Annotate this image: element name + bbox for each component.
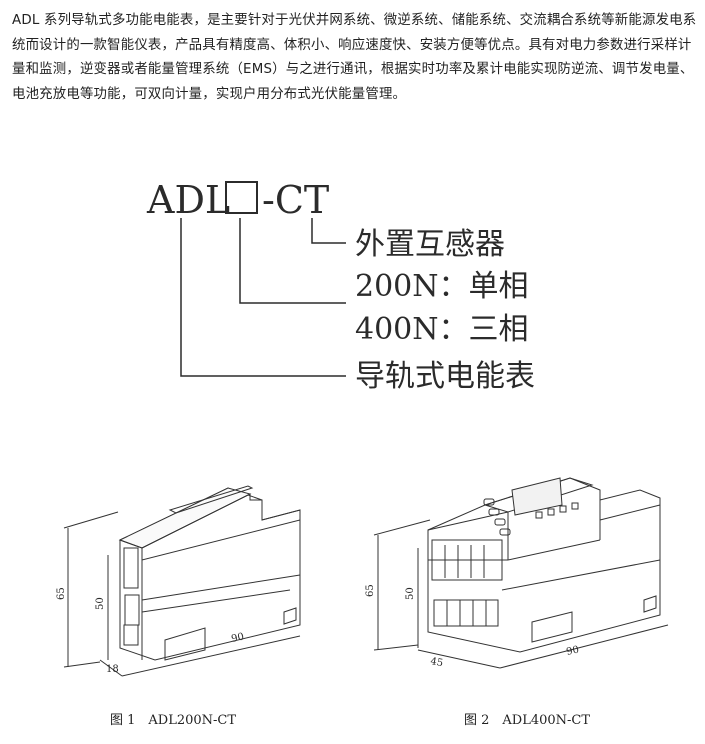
dim-width: 45 bbox=[429, 656, 443, 669]
connector-phase bbox=[239, 218, 346, 304]
figure-caption-2: 图 2 ADL400N-CT bbox=[464, 713, 591, 728]
model-item-ct: 外置互感器 bbox=[355, 227, 505, 262]
model-code-diagram: ADL -CT 外置互感器 200N：单相 400N：三相 导轨式电能表 bbox=[146, 178, 535, 394]
dim-height-body: 50 bbox=[405, 587, 416, 600]
dim-depth: 90 bbox=[565, 645, 580, 658]
figure-adl200n bbox=[63, 485, 301, 677]
figure-caption-1: 图 1 ADL200N-CT bbox=[110, 713, 237, 728]
dim-height-total: 65 bbox=[56, 587, 67, 600]
model-placeholder-box bbox=[225, 181, 258, 214]
dim-width: 18 bbox=[106, 664, 119, 675]
connector-ct bbox=[311, 218, 346, 244]
connector-type bbox=[180, 218, 346, 377]
model-item-400n: 400N：三相 bbox=[355, 312, 529, 347]
dim-height-total: 65 bbox=[365, 584, 376, 597]
figure-adl400n-dims: 65 50 90 45 bbox=[365, 584, 580, 669]
intro-paragraph: ADL 系列导轨式多功能电能表，是主要针对于光伏并网系统、微逆系统、储能系统、交… bbox=[12, 13, 697, 102]
model-suffix: -CT bbox=[262, 178, 329, 222]
figure-adl200n-dims: 65 50 90 18 bbox=[56, 587, 245, 675]
model-item-200n: 200N：单相 bbox=[355, 269, 529, 304]
model-prefix: ADL bbox=[146, 178, 230, 222]
model-item-rail: 导轨式电能表 bbox=[355, 359, 535, 394]
dim-height-body: 50 bbox=[95, 597, 106, 610]
dim-depth: 90 bbox=[230, 632, 245, 645]
figure-adl400n bbox=[373, 477, 669, 669]
